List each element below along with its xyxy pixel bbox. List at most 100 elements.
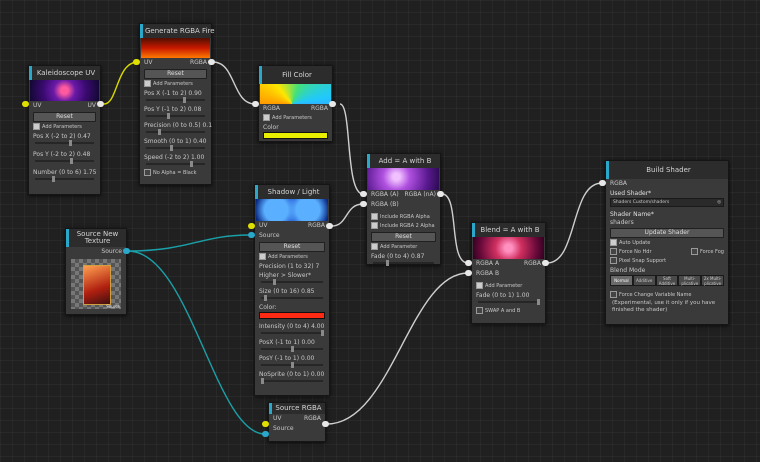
slider-knob[interactable] xyxy=(169,145,173,151)
checkbox-icon[interactable] xyxy=(610,257,617,264)
texture-thumbnail[interactable]: Source xyxy=(71,259,121,309)
shader-name-input[interactable]: shaders xyxy=(610,219,634,226)
fade-slider[interactable] xyxy=(478,299,540,305)
checkbox-icon[interactable] xyxy=(33,123,40,130)
checkbox-icon[interactable] xyxy=(371,243,378,250)
checkbox-icon[interactable] xyxy=(371,213,378,220)
fade-slider[interactable] xyxy=(373,260,434,266)
uv-in-port[interactable] xyxy=(248,223,255,229)
source-in-port[interactable] xyxy=(262,431,269,437)
add-parameters-checkbox[interactable]: Add Parameters xyxy=(259,114,332,123)
precision-slider[interactable] xyxy=(261,279,323,285)
fill-color-swatch[interactable] xyxy=(263,132,328,139)
rgba-b-in-port[interactable] xyxy=(360,201,367,207)
add-parameters-checkbox[interactable]: Add Parameters xyxy=(29,123,100,132)
blend-mode-additive[interactable]: Additive xyxy=(632,275,656,286)
slider-knob[interactable] xyxy=(386,260,390,266)
checkbox-icon[interactable] xyxy=(371,222,378,229)
number-slider[interactable] xyxy=(35,176,94,182)
force-no-hdr-checkbox[interactable]: Force No Hdr xyxy=(610,248,652,257)
rgba-in-port[interactable] xyxy=(599,180,606,186)
reset-button[interactable]: Reset xyxy=(33,112,96,122)
swap-checkbox[interactable]: SWAP A and B xyxy=(472,307,545,316)
add-parameter-checkbox[interactable]: Add Parameter xyxy=(367,243,440,252)
rgba-a-in-port[interactable] xyxy=(360,191,367,197)
checkbox-icon[interactable] xyxy=(610,291,617,298)
reset-button[interactable]: Reset xyxy=(259,242,325,252)
size-slider[interactable] xyxy=(261,295,323,301)
blend-mode-soft-additive[interactable]: Soft Additive xyxy=(655,275,679,286)
slider-knob[interactable] xyxy=(157,129,161,135)
include-alpha-b-checkbox[interactable]: Include RGBA 2 Alpha xyxy=(367,222,440,231)
checkbox-icon[interactable] xyxy=(259,253,266,260)
checkbox-icon[interactable] xyxy=(476,282,483,289)
pixel-snap-checkbox[interactable]: Pixel Snap Support xyxy=(606,257,728,266)
build-shader-node[interactable]: Build Shader RGBA Used Shader* Shaders C… xyxy=(605,160,729,325)
slider-knob[interactable] xyxy=(182,97,186,103)
uv-in-port[interactable] xyxy=(133,59,140,65)
blend-mode-2x-multiplicative[interactable]: 2x Multi-plicative xyxy=(701,275,724,286)
slider-knob[interactable] xyxy=(290,362,294,368)
nosprite-slider[interactable] xyxy=(261,378,323,384)
reset-button[interactable]: Reset xyxy=(371,232,436,242)
blend-mode-multiplicative[interactable]: Multi-plicative xyxy=(678,275,702,286)
blend-mode-normal[interactable]: Normal xyxy=(610,275,633,286)
slider-knob[interactable] xyxy=(264,295,268,301)
checkbox-icon[interactable] xyxy=(610,239,617,246)
add-parameter-checkbox[interactable]: Add Parameter xyxy=(472,282,545,291)
slider-knob[interactable] xyxy=(320,330,324,336)
rgba-out-port[interactable] xyxy=(322,421,329,427)
force-fog-checkbox[interactable]: Force Fog xyxy=(690,248,724,257)
checkbox-icon[interactable] xyxy=(690,248,698,255)
rgba-in-port[interactable] xyxy=(252,101,259,107)
slider-knob[interactable] xyxy=(166,113,170,119)
slider-knob[interactable] xyxy=(536,299,540,305)
reset-button[interactable]: Reset xyxy=(144,69,207,79)
checkbox-icon[interactable] xyxy=(610,248,617,255)
rgba-out-port[interactable] xyxy=(208,59,215,65)
precision-slider[interactable] xyxy=(146,129,205,135)
force-change-checkbox[interactable]: Force Change Variable Name xyxy=(606,291,728,300)
source-in-port[interactable] xyxy=(248,232,255,238)
used-shader-field[interactable]: Shaders Custom/shaders ◎ xyxy=(610,198,724,207)
rgba-out-port[interactable] xyxy=(437,191,444,197)
pos-x-slider[interactable] xyxy=(146,97,205,103)
rgba-out-port[interactable] xyxy=(326,223,333,229)
rgba-out-port[interactable] xyxy=(542,260,549,266)
pos-y-slider[interactable] xyxy=(146,113,205,119)
add-parameters-checkbox[interactable]: Add Parameters xyxy=(140,80,211,89)
source-new-texture-node[interactable]: Source New Texture Source Source xyxy=(65,228,127,315)
auto-update-checkbox[interactable]: Auto Update xyxy=(606,239,728,248)
rgba-b-in-port[interactable] xyxy=(465,270,472,276)
slider-knob[interactable] xyxy=(261,378,264,384)
uv-in-port[interactable] xyxy=(262,421,269,427)
uv-out-port[interactable] xyxy=(97,101,104,107)
checkbox-icon[interactable] xyxy=(144,80,151,87)
smooth-slider[interactable] xyxy=(146,145,205,151)
include-alpha-a-checkbox[interactable]: Include RGBA Alpha xyxy=(367,213,440,222)
shadow-color-swatch[interactable] xyxy=(259,312,325,319)
posy-slider[interactable] xyxy=(261,362,323,368)
add-a-with-b-node[interactable]: Add = A with B RGBA (A)RGBA (nA) RGBA (B… xyxy=(366,153,441,266)
rgba-out-port[interactable] xyxy=(329,101,336,107)
add-parameters-checkbox[interactable]: Add Parameters xyxy=(255,253,329,262)
checkbox-icon[interactable] xyxy=(263,114,270,121)
source-out-port[interactable] xyxy=(123,248,130,254)
pos-y-slider[interactable] xyxy=(35,158,94,164)
checkbox-icon[interactable] xyxy=(476,307,483,314)
slider-knob[interactable] xyxy=(290,346,294,352)
slider-knob[interactable] xyxy=(190,161,194,167)
update-shader-button[interactable]: Update Shader xyxy=(610,228,724,238)
pos-x-slider[interactable] xyxy=(35,140,94,146)
intensity-slider[interactable] xyxy=(261,330,324,336)
rgba-a-in-port[interactable] xyxy=(465,260,472,266)
posx-slider[interactable] xyxy=(261,346,323,352)
slider-knob[interactable] xyxy=(69,140,73,146)
slider-knob[interactable] xyxy=(70,158,74,164)
